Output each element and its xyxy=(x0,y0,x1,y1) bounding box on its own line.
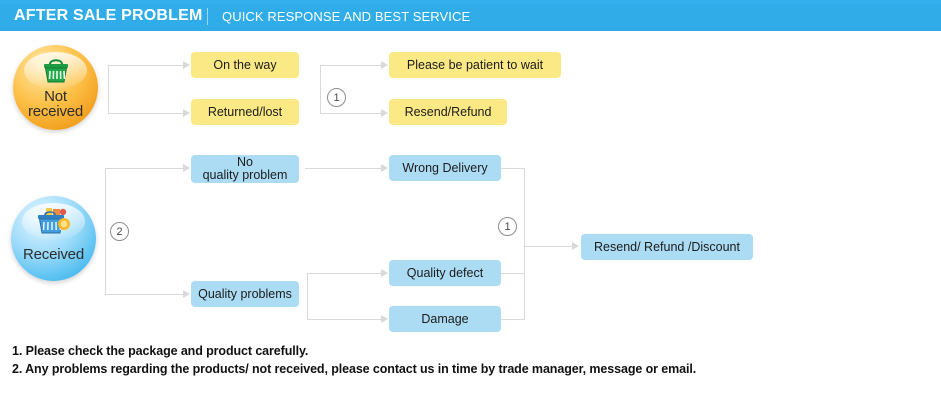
connector-to-quality-defect xyxy=(307,273,381,274)
connector-to-wrong-delivery xyxy=(305,168,381,169)
node-no-quality-problem-line-2: quality problem xyxy=(202,168,288,182)
node-wrong-delivery[interactable]: Wrong Delivery xyxy=(389,155,501,181)
node-damage[interactable]: Damage xyxy=(389,306,501,332)
arrow-to-on-the-way xyxy=(183,61,190,69)
marker-1-not-received: 1 xyxy=(327,88,346,107)
arrow-to-quality-defect xyxy=(381,269,388,277)
header-subtitle: QUICK RESPONSE AND BEST SERVICE xyxy=(222,9,471,24)
footer-note-2: 2. Any problems regarding the products/ … xyxy=(12,362,697,376)
marker-1-received: 1 xyxy=(498,217,517,236)
arrow-to-no-quality-problem xyxy=(183,164,190,172)
node-quality-defect[interactable]: Quality defect xyxy=(389,260,501,286)
connector-split-vertical-3 xyxy=(105,168,106,294)
connector-merge-quality-defect xyxy=(501,273,525,274)
page-title: AFTER SALE PROBLEM xyxy=(14,7,203,24)
connector-to-damage xyxy=(307,319,381,320)
node-please-be-patient-to-wait[interactable]: Please be patient to wait xyxy=(389,52,561,78)
connector-to-be-patient xyxy=(320,65,381,66)
shopping-basket-icon xyxy=(13,51,98,91)
connector-to-resend-refund xyxy=(320,113,381,114)
connector-merge-wrong-delivery xyxy=(501,168,525,169)
node-on-the-way[interactable]: On the way xyxy=(191,52,299,78)
badge-label-line-1: Not xyxy=(44,88,67,105)
connector-to-returned-lost xyxy=(108,113,183,114)
node-resend-refund-discount[interactable]: Resend/ Refund /Discount xyxy=(581,234,753,260)
header-divider xyxy=(207,8,208,25)
arrow-to-returned-lost xyxy=(183,109,190,117)
marker-2-received: 2 xyxy=(110,222,129,241)
connector-merge-damage xyxy=(501,319,525,320)
badge-received: Received xyxy=(11,196,96,281)
badge-not-received-label: Not received xyxy=(13,89,98,119)
connector-to-quality-problems xyxy=(105,294,183,295)
node-no-quality-problem-line-1: No xyxy=(237,155,253,169)
full-shopping-basket-icon xyxy=(11,202,96,242)
node-resend-refund[interactable]: Resend/Refund xyxy=(389,99,507,125)
badge-label-line-2: received xyxy=(27,103,84,120)
connector-split-vertical-2 xyxy=(320,65,321,113)
header-bar xyxy=(0,4,941,31)
connector-to-no-quality-problem xyxy=(105,168,183,169)
arrow-to-damage xyxy=(381,315,388,323)
arrow-to-wrong-delivery xyxy=(381,164,388,172)
node-quality-problems[interactable]: Quality problems xyxy=(191,281,299,307)
arrow-to-outcome xyxy=(572,242,579,250)
arrow-to-resend-refund xyxy=(381,109,388,117)
badge-received-label: Received xyxy=(23,246,84,263)
connector-to-on-the-way xyxy=(108,65,183,66)
connector-split-vertical-1 xyxy=(108,65,109,113)
arrow-to-be-patient xyxy=(381,61,388,69)
node-no-quality-problem[interactable]: No quality problem xyxy=(191,155,299,183)
node-returned-lost[interactable]: Returned/lost xyxy=(191,99,299,125)
arrow-to-quality-problems xyxy=(183,290,190,298)
badge-not-received: Not received xyxy=(13,45,98,130)
connector-split-vertical-4 xyxy=(307,273,308,319)
footer-note-1: 1. Please check the package and product … xyxy=(12,344,309,358)
connector-merge-vertical xyxy=(524,168,525,319)
header-top-strip xyxy=(0,0,941,4)
connector-to-outcome xyxy=(524,246,572,247)
